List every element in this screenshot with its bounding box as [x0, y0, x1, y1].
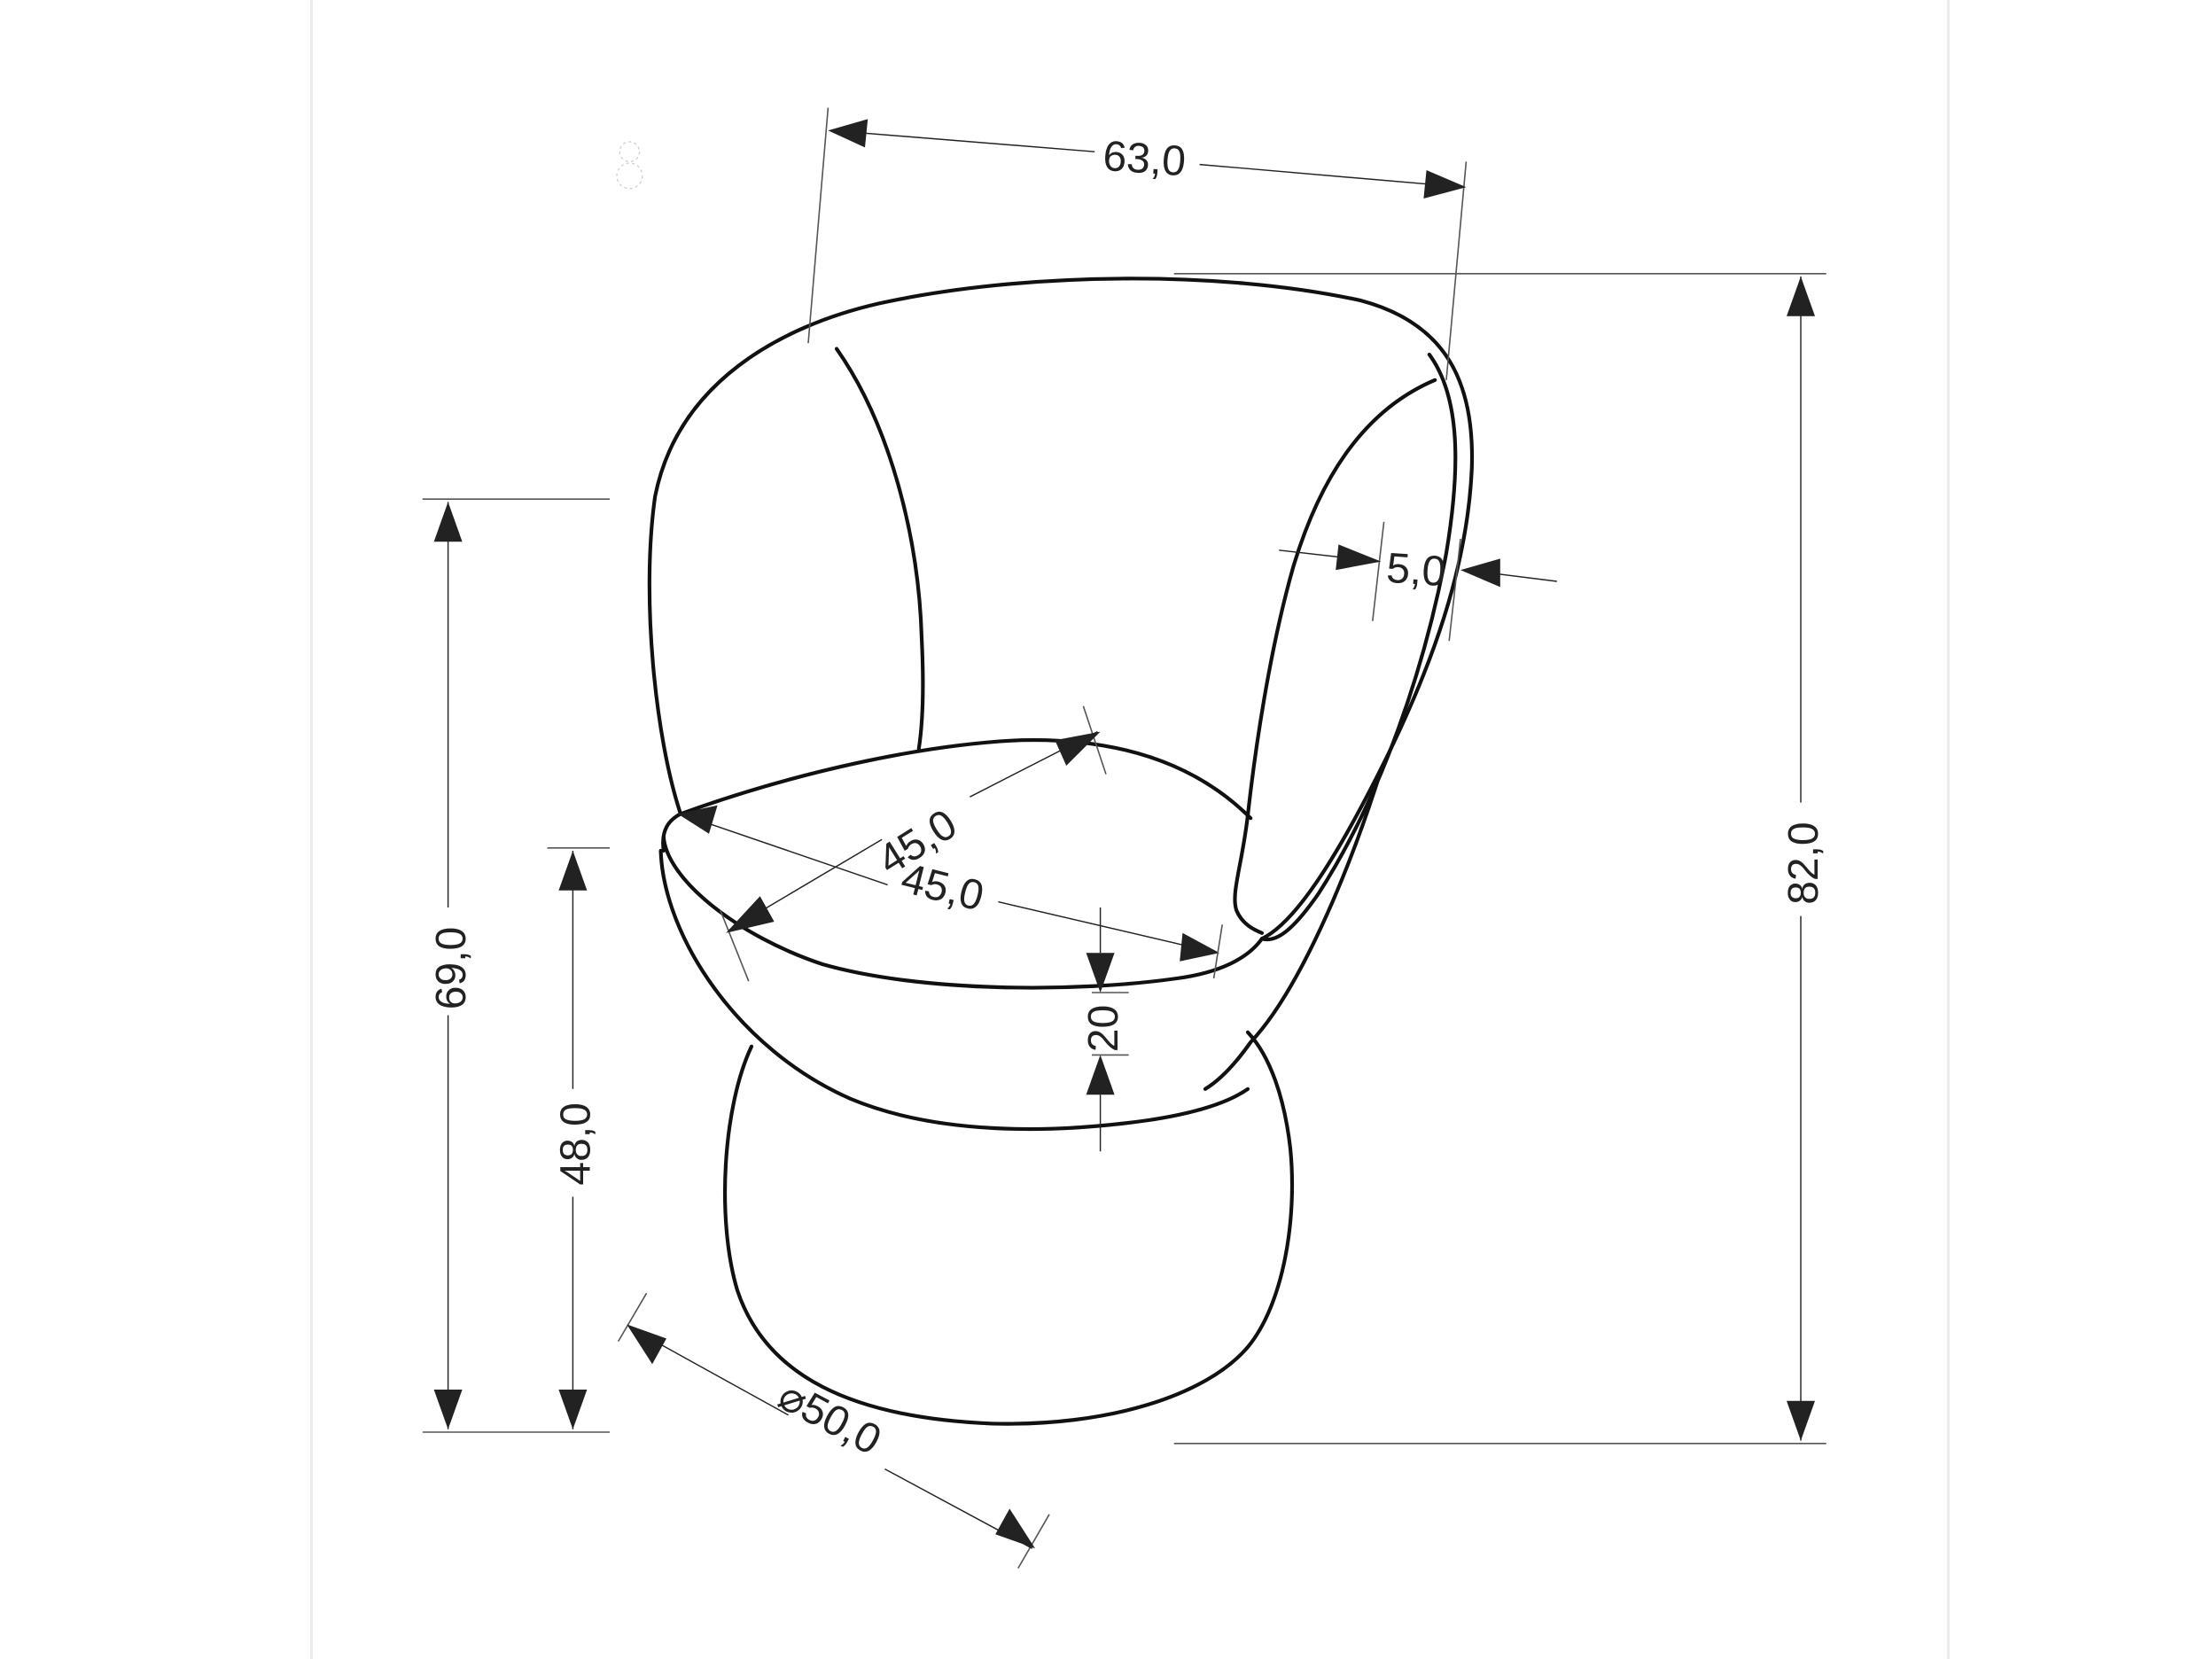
chair-outline [647, 276, 1475, 1426]
label-seat-cushion-thickness: 20 [1080, 1005, 1127, 1052]
seat-cushion-top [661, 737, 1265, 990]
page-border-right [1947, 0, 1950, 1659]
backrest-inner-rim [1259, 352, 1458, 942]
backrest-seam-left [834, 347, 925, 751]
pedestal-base [722, 1030, 1295, 1426]
backrest-inner-right [1233, 378, 1437, 935]
faint-circles-decoration [616, 141, 643, 190]
dimension-seat-depth: 45,0 [720, 705, 1107, 982]
seat-cushion-bottom [658, 848, 1250, 1132]
label-seat-height: 48,0 [553, 1102, 600, 1185]
page-border-left [310, 0, 313, 1659]
dimension-overall-width: 63,0 [807, 107, 1468, 380]
label-overall-height: 82,0 [1780, 822, 1827, 904]
dimension-seat-cushion-thickness: 20 [1080, 907, 1129, 1152]
label-overall-width: 63,0 [1102, 133, 1188, 185]
dimension-backrest-thickness: 5,0 [1279, 521, 1557, 642]
label-armrest-height: 69,0 [428, 927, 475, 1009]
shell-lower-sweep [1203, 763, 1385, 1091]
dimension-armrest-height: 69,0 [422, 498, 610, 1433]
label-seat-width: 45,0 [897, 855, 988, 921]
dimension-seat-width: 45,0 [677, 805, 1223, 979]
seat-left-edge [661, 812, 683, 853]
label-backrest-thickness: 5,0 [1385, 545, 1447, 596]
label-base-diameter: ⌀50,0 [771, 1372, 889, 1464]
dimension-seat-height: 48,0 [547, 847, 610, 1429]
dimension-base-diameter: ⌀50,0 [617, 1292, 1050, 1569]
dimension-overall-height: 82,0 [1173, 273, 1827, 1445]
